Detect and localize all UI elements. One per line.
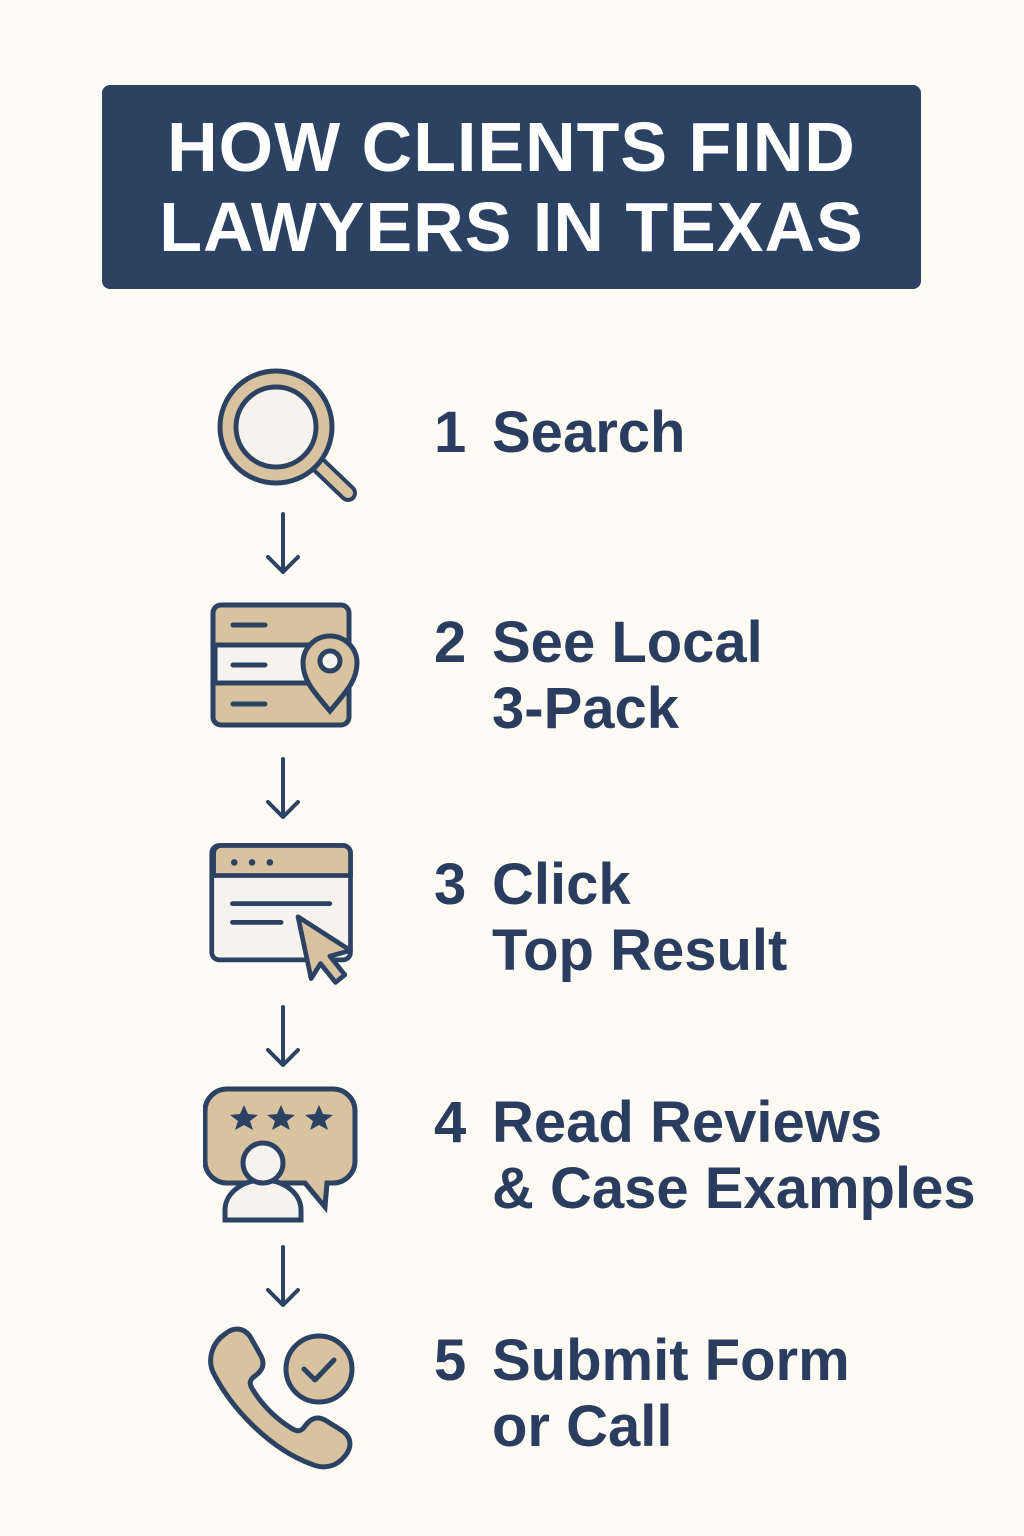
step-number: 2: [434, 610, 467, 675]
title-line-2: LAWYERS IN TEXAS: [159, 188, 864, 266]
arrow-down-icon: [266, 1245, 300, 1307]
step-5: 5 Submit Form or Call: [434, 1328, 850, 1460]
step-3: 3 Click Top Result: [434, 852, 787, 984]
phone-check-icon: [208, 1326, 355, 1470]
title-banner: HOW CLIENTS FIND LAWYERS IN TEXAS: [102, 85, 921, 289]
title-line-1: HOW CLIENTS FIND: [167, 108, 856, 186]
step-label: Search: [492, 400, 686, 465]
step-number: 1: [434, 400, 467, 465]
step-number: 5: [434, 1328, 467, 1393]
step-number: 4: [434, 1090, 467, 1155]
step-label-line-2: or Call: [492, 1394, 673, 1459]
map-listing-pin-icon: [210, 602, 360, 728]
step-2: 2 See Local 3-Pack: [434, 610, 763, 742]
arrow-down-icon: [266, 757, 300, 819]
step-label-line-2: & Case Examples: [492, 1156, 976, 1221]
step-label-line-2: 3-Pack: [492, 676, 680, 741]
browser-cursor-icon: [209, 843, 353, 985]
step-1: 1 Search: [434, 400, 685, 466]
step-number: 3: [434, 852, 467, 917]
magnifying-glass-icon: [217, 368, 357, 502]
step-label-line-2: Top Result: [492, 918, 788, 983]
step-label-line-1: Submit Form: [492, 1328, 850, 1393]
step-label-line-1: See Local: [492, 610, 763, 675]
step-4: 4 Read Reviews & Case Examples: [434, 1090, 976, 1222]
review-stars-person-icon: [203, 1086, 358, 1223]
arrow-down-icon: [266, 512, 300, 574]
arrow-down-icon: [266, 1005, 300, 1067]
step-label-line-1: Read Reviews: [492, 1090, 883, 1155]
step-label-line-1: Click: [492, 852, 631, 917]
